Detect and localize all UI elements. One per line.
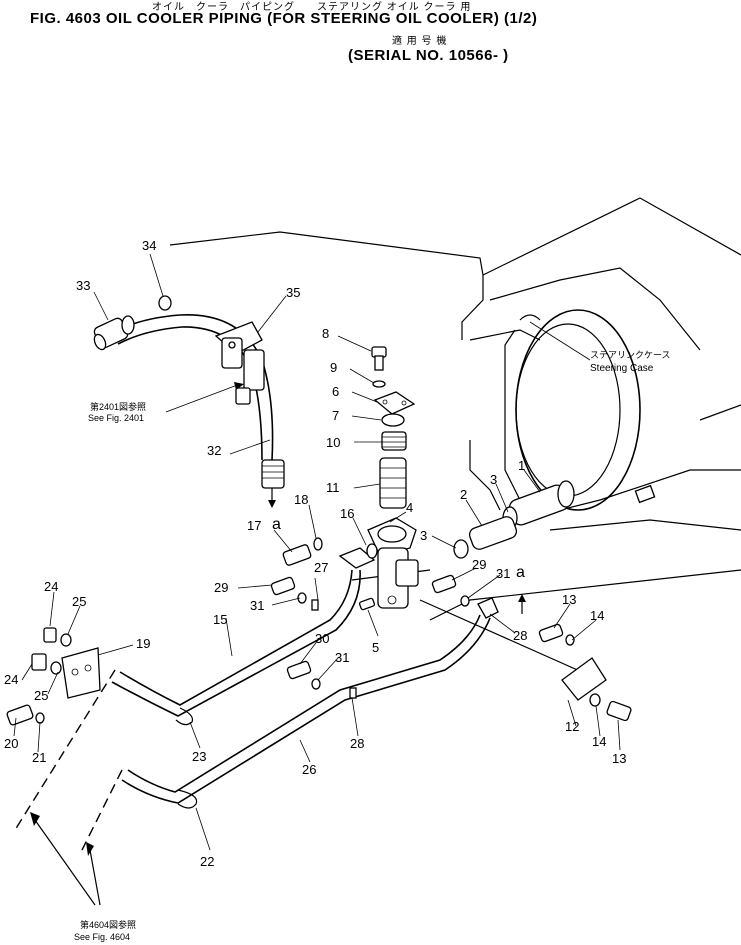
callout-34: 34 [142, 238, 156, 253]
callout-6: 6 [332, 384, 339, 399]
callout-8: 8 [322, 326, 329, 341]
callout-29a: 29 [214, 580, 228, 595]
callout-25a: 25 [72, 594, 86, 609]
callout-18: 18 [294, 492, 308, 507]
callout-22: 22 [200, 854, 214, 869]
bolt-30-washer-31c [286, 660, 321, 690]
bolt-29-washer-31 [270, 576, 307, 604]
bolt-29b-washer-31b [431, 574, 470, 607]
callout-5: 5 [372, 640, 379, 655]
callout-31c: 31 [335, 650, 349, 665]
marker-a2: a [516, 564, 525, 581]
callout-15: 15 [213, 612, 227, 627]
callout-31b: 31 [496, 566, 510, 581]
callout-26: 26 [302, 762, 316, 777]
callout-23: 23 [192, 749, 206, 764]
callout-14b: 14 [592, 734, 606, 749]
hose-fitting-33 [93, 315, 135, 351]
callout-28b: 28 [350, 736, 364, 751]
marker-a1: a [272, 516, 281, 533]
callout-24a: 24 [44, 579, 58, 594]
callout-10: 10 [326, 435, 340, 450]
callout-numbers: 34 33 35 8 9 6 7 10 11 4 3 2 3 1 32 18 1… [4, 238, 626, 869]
note-fig4604-jp: 第4604図参照 [80, 919, 136, 930]
oring-34 [158, 295, 172, 311]
connector-tubes [453, 480, 575, 559]
plate-12-bolts-13 [538, 623, 632, 722]
filter-stack [371, 346, 416, 509]
figure-title: FIG. 4603 OIL COOLER PIPING (FOR STEERIN… [30, 10, 538, 27]
plug-5 [358, 597, 376, 611]
callout-32: 32 [207, 443, 221, 458]
arrow-a2-head [518, 594, 526, 602]
callout-28a: 28 [513, 628, 527, 643]
applicability-japanese: 適 用 号 機 [392, 36, 448, 47]
clamp-35 [214, 321, 265, 405]
callout-30: 30 [315, 631, 329, 646]
steering-case [504, 309, 656, 511]
callout-13b: 13 [612, 751, 626, 766]
callout-11: 11 [326, 480, 340, 495]
pipe-26 [121, 597, 499, 809]
title-japanese: オイル クーラ パイピング ステアリング オイル クーラ 用 [152, 2, 472, 13]
callout-13a: 13 [562, 592, 576, 607]
bracket-19 [61, 647, 101, 699]
filter-body-4 [367, 517, 419, 609]
note-fig2401-jp: 第2401図参照 [90, 401, 146, 412]
callout-14a: 14 [590, 608, 604, 623]
note-steering-en: Steering Case [590, 363, 654, 374]
callout-31a: 31 [250, 598, 264, 613]
callout-25b: 25 [34, 688, 48, 703]
nuts-24-25 [31, 627, 72, 675]
note-fig2401-en: See Fig. 2401 [88, 413, 144, 423]
clip-27 [311, 599, 319, 611]
oring-16 [366, 543, 378, 559]
callout-9: 9 [330, 360, 337, 375]
callout-3a: 3 [420, 528, 427, 543]
callout-35: 35 [286, 285, 300, 300]
callout-19: 19 [136, 636, 150, 651]
callout-17: 17 [247, 518, 261, 533]
dashed-connections [14, 669, 123, 906]
callout-20: 20 [4, 736, 18, 751]
callout-4: 4 [406, 500, 413, 515]
callout-24b: 24 [4, 672, 18, 687]
note-fig4604-en: See Fig. 4604 [74, 932, 130, 942]
leader-lines [13, 253, 621, 851]
reference-notes: 第2401図参照 See Fig. 2401 ステアリンクケース Steerin… [74, 350, 671, 942]
callout-7: 7 [332, 408, 339, 423]
hose-assembly-32 [114, 314, 285, 508]
callout-1: 1 [518, 458, 525, 473]
callout-21: 21 [32, 750, 46, 765]
callout-27: 27 [314, 560, 328, 575]
bolt-20-washer-21 [6, 704, 45, 726]
note-steering-jp: ステアリンクケース [590, 350, 671, 360]
callout-16: 16 [340, 506, 354, 521]
bolt-17-washer-18 [282, 537, 323, 566]
serial-number: (SERIAL NO. 10566- ) [348, 47, 509, 64]
callout-33: 33 [76, 278, 90, 293]
callout-3b: 3 [490, 472, 497, 487]
callout-2: 2 [460, 487, 467, 502]
pipe-15 [111, 547, 376, 726]
callout-29b: 29 [472, 557, 486, 572]
callout-12: 12 [565, 719, 579, 734]
